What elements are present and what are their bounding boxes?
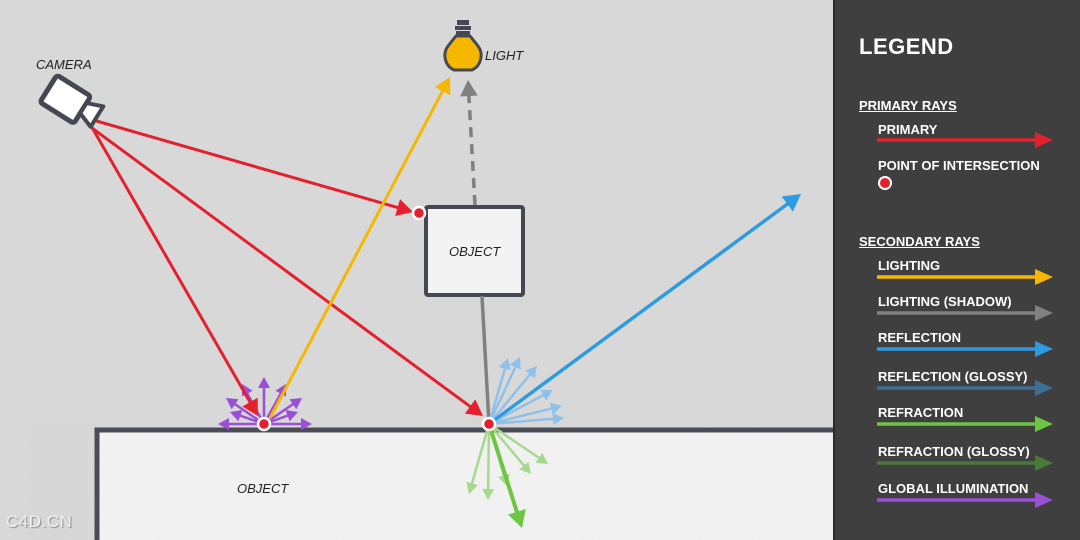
intersection-point-gi: [256, 416, 272, 432]
legend-arrow-reflection: [877, 341, 1053, 357]
legend-label-primary: PRIMARY: [878, 122, 938, 137]
legend-item-global-illumination: GLOBAL ILLUMINATION: [835, 481, 1080, 511]
camera-icon: [38, 73, 106, 129]
watermark-text: C4D.CN: [6, 512, 73, 531]
legend-item-primary: PRIMARY: [835, 122, 1080, 152]
legend-title: LEGEND: [859, 34, 954, 59]
legend-arrow-lighting-shadow: [877, 305, 1053, 321]
lighting-ray: [268, 77, 451, 419]
floor-object-label: OBJECT: [237, 481, 289, 496]
reflection-glossy-ray: [488, 402, 562, 426]
legend-item-reflection-glossy: REFLECTION (GLOSSY): [835, 369, 1080, 399]
legend-item-lighting: LIGHTING: [835, 258, 1080, 288]
legend-item-refraction: REFRACTION: [835, 405, 1080, 435]
reflection-glossy-ray: [488, 366, 537, 425]
reflection-glossy-ray: [488, 412, 564, 426]
legend-item-refraction-glossy: REFRACTION (GLOSSY): [835, 444, 1080, 474]
intersection-point-box: [411, 205, 427, 221]
refraction-glossy-ray: [466, 423, 491, 494]
legend-item-reflection: REFLECTION: [835, 330, 1080, 360]
refraction-glossy-ray: [488, 422, 548, 464]
secondary-rays-heading: SECONDARY RAYS: [859, 234, 980, 249]
legend-arrow-primary: [877, 132, 1053, 148]
box-object: [424, 205, 525, 297]
shadow-ray: [460, 80, 478, 206]
scene-canvas: CAMERA LIGHT OBJECT OBJECT C4D.CN: [6, 20, 833, 540]
primary-ray: [91, 126, 483, 416]
camera-label: CAMERA: [36, 57, 92, 72]
legend-arrow-refraction-glossy: [877, 455, 1053, 471]
refraction-ray: [487, 423, 526, 528]
ray-diagram: CAMERA LIGHT OBJECT OBJECT: [36, 20, 833, 540]
refraction-glossy-ray: [488, 423, 531, 474]
legend-panel: LEGEND PRIMARY RAYS PRIMARY POINT OF INT…: [833, 0, 1080, 540]
light-label: LIGHT: [485, 48, 524, 63]
legend-item-intersection: POINT OF INTERSECTION: [835, 158, 1080, 188]
floor-object: [94, 427, 833, 540]
primary-ray: [88, 123, 258, 416]
reflection-glossy-ray: [487, 358, 511, 425]
legend-label-lighting-shadow: LIGHTING (SHADOW): [878, 294, 1012, 309]
legend-arrow-lighting: [877, 269, 1053, 285]
intersection-point-main: [481, 416, 497, 432]
legend-label-global-illumination: GLOBAL ILLUMINATION: [878, 481, 1029, 496]
reflection-ray: [487, 194, 801, 426]
legend-label-reflection-glossy: REFLECTION (GLOSSY): [878, 369, 1028, 384]
refraction-glossy-ray: [482, 423, 495, 500]
legend-arrow-refraction: [877, 416, 1053, 432]
legend-label-refraction: REFRACTION: [878, 405, 964, 420]
reflection-glossy-ray: [487, 357, 521, 425]
primary-ray: [92, 118, 413, 217]
legend-arrow-global-illumination: [877, 492, 1053, 508]
box-object-label: OBJECT: [449, 244, 501, 259]
legend-arrow-reflection-glossy: [877, 380, 1053, 396]
primary-rays-heading: PRIMARY RAYS: [859, 98, 957, 113]
shadow-ray-blocked: [480, 295, 491, 425]
legend-label-reflection: REFLECTION: [878, 330, 962, 345]
legend-item-lighting-shadow: LIGHTING (SHADOW): [835, 294, 1080, 324]
legend-intersection-dot: [878, 176, 892, 190]
legend-label-intersection: POINT OF INTERSECTION: [878, 158, 1040, 173]
light-bulb-icon: [443, 20, 483, 72]
legend-label-lighting: LIGHTING: [878, 258, 941, 273]
legend-label-refraction-glossy: REFRACTION (GLOSSY): [878, 444, 1030, 459]
